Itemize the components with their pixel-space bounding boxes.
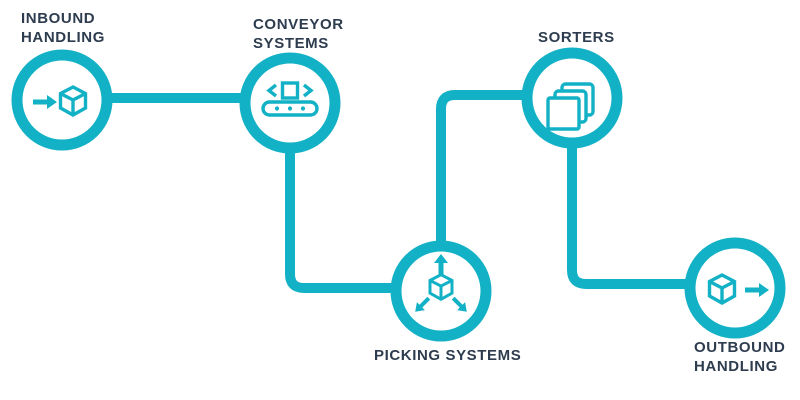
tray-front bbox=[546, 96, 581, 131]
cube-glyph bbox=[707, 273, 737, 305]
cube-glyph bbox=[428, 272, 454, 302]
left-chevron-glyph bbox=[266, 83, 278, 98]
conveyor-box-glyph bbox=[280, 81, 300, 100]
up-arrow-glyph bbox=[434, 254, 448, 275]
down-right-arrow-glyph bbox=[451, 296, 467, 312]
node-label-sorters: SORTERS bbox=[538, 29, 615, 46]
box-distribution-icon bbox=[415, 254, 467, 312]
connector-picking-to-sorters bbox=[436, 90, 572, 291]
connector-conveyor-to-picking bbox=[285, 103, 441, 293]
roller-dot bbox=[300, 106, 306, 111]
node-label-picking-systems: PICKING SYSTEMS bbox=[374, 347, 522, 364]
node-label-conveyor-systems: CONVEYOR SYSTEMS bbox=[253, 16, 344, 52]
arrow-into-box-icon bbox=[33, 85, 88, 117]
roller-dot bbox=[274, 106, 280, 111]
connector-sorters-to-outbound bbox=[567, 98, 735, 289]
right-chevron-glyph bbox=[302, 83, 314, 98]
conveyor-belt-icon bbox=[261, 81, 319, 117]
roller-dot bbox=[287, 106, 293, 111]
box-arrow-out-icon bbox=[707, 273, 769, 305]
cube-glyph bbox=[58, 85, 88, 117]
down-left-arrow-glyph bbox=[415, 296, 431, 312]
node-label-inbound-handling: INBOUND HANDLING bbox=[21, 10, 105, 46]
right-arrow-glyph bbox=[33, 95, 57, 109]
right-arrow-glyph bbox=[745, 283, 769, 297]
node-label-outbound-handling: OUTBOUND HANDLING bbox=[694, 339, 786, 375]
belt-glyph bbox=[261, 100, 319, 117]
stacked-trays-icon bbox=[546, 82, 595, 131]
